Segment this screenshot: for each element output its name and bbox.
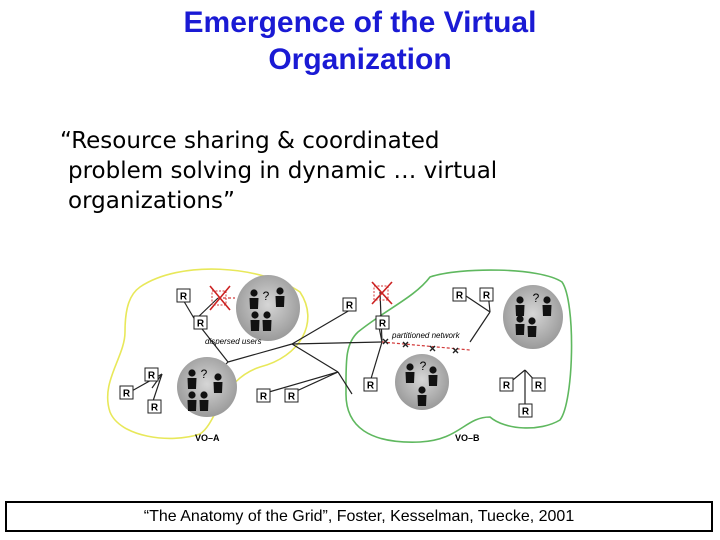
quote-line-1: “Resource sharing & coordinated [60,128,440,154]
resource-label: R [260,392,268,403]
user-group-icon: ? [395,354,449,410]
unknown-label: ? [533,291,540,305]
resource-label: R [522,407,530,418]
partitioned-network-label: partitioned network [391,331,461,340]
broken-link-markers [382,338,459,354]
resource-label: R [483,291,491,302]
quote-text: “Resource sharing & coordinated problem … [60,126,620,216]
citation-box: “The Anatomy of the Grid”, Foster, Kesse… [5,501,713,532]
resource-box: R [479,287,494,302]
resource-box: R [452,287,467,302]
virtual-organization-diagram: ? ? ? ? R R R R R R R R R R R R R R R di… [106,268,573,443]
vo-b-label: VO–B [455,433,480,443]
resource-box: R [342,297,357,312]
resource-box: R [363,377,378,392]
vo-a-label: VO–A [195,433,220,443]
unknown-label: ? [263,289,270,303]
resource-box: R [531,377,546,392]
resource-box: R [284,388,299,403]
resource-label: R [123,389,131,400]
resource-label: R [535,381,543,392]
dispersed-users-label: dispersed users [205,337,261,346]
resource-box: R [144,367,159,382]
resource-box: R [256,388,271,403]
resource-box: R [119,385,134,400]
slide-title: Emergence of the Virtual Organization [0,4,720,78]
title-line-2: Organization [268,43,452,76]
resource-label: R [148,371,156,382]
resource-label: R [456,291,464,302]
resource-box: R [375,315,390,330]
failure-cross-icon [209,281,393,311]
resource-label: R [180,292,188,303]
resource-label: R [197,319,205,330]
resource-label: R [288,392,296,403]
unknown-label: ? [201,367,208,381]
unknown-label: ? [420,359,427,373]
resource-box: R [193,315,208,330]
quote-line-3: organizations” [68,188,235,214]
resource-boxes: R R R R R R R R R R R R R R R [119,287,546,418]
vo-b-boundary [345,269,573,443]
user-group-icon: ? [177,357,237,417]
resource-label: R [346,301,354,312]
resource-box: R [499,377,514,392]
title-line-1: Emergence of the Virtual [183,6,537,39]
resource-box: R [176,288,191,303]
resource-box: R [147,399,162,414]
user-group-icon: ? [503,285,563,349]
resource-label: R [367,381,375,392]
resource-label: R [379,319,387,330]
resource-box: R [518,403,533,418]
resource-label: R [503,381,511,392]
user-group-icon: ? [236,275,300,341]
quote-line-2: problem solving in dynamic … virtual [68,158,498,184]
resource-label: R [151,403,159,414]
